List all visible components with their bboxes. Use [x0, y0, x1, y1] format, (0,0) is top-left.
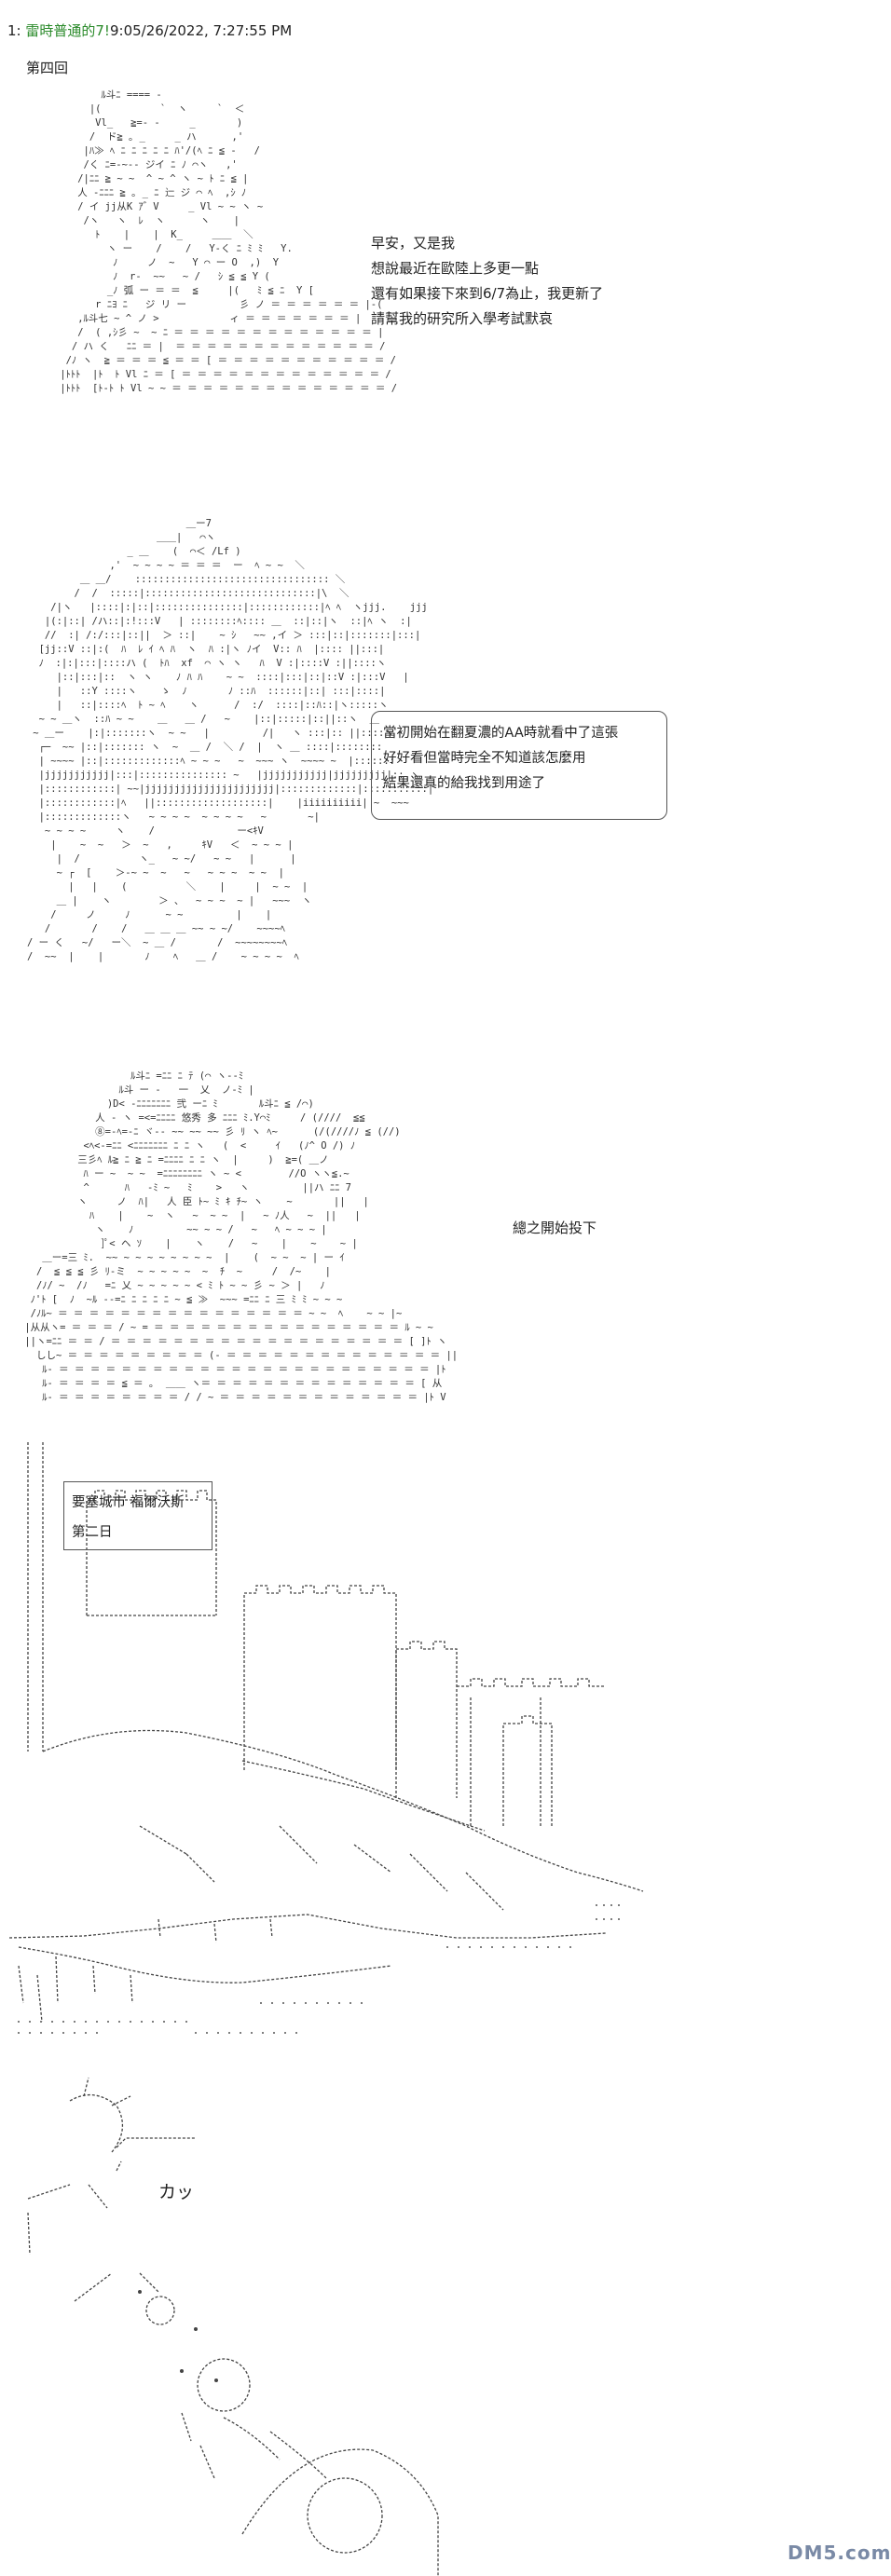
chapter-title: 第四回: [26, 60, 69, 76]
location-name: 要塞城市 福爾沃斯: [72, 1495, 185, 1510]
dialogue-line: 想說最近在歐陸上多更一點: [371, 260, 540, 277]
speech-bubble: 當初開始在翻夏濃的AA時就看中了這張 好好看但當時完全不知道該怎麼用 結果還真的…: [371, 711, 667, 820]
post-date: 05/26/2022, 7:27:55 PM: [123, 22, 293, 39]
site-logo: DM5.com: [788, 2542, 891, 2564]
ascii-art-character-3: ﾙ斗ﾆ =ﾆﾆ ﾆ ﾃ (⌒ ヽ--ﾐ ﾙ斗 ー - 一 乂 ノ-ﾐ | )D<…: [24, 1070, 459, 1403]
author-name[interactable]: 雷時普通的7!: [25, 22, 110, 39]
post-id: 9:: [109, 22, 124, 39]
ascii-art-character-2: ＿ー7 ＿＿| ⌒ヽ _ ＿ ( ⌒＜ /Lf ) ,' ~ ~ ~ ~ ＝ ＝…: [26, 518, 434, 962]
post-header: 1: 雷時普通的7!9:05/26/2022, 7:27:55 PM: [7, 20, 292, 40]
post-number: 1:: [7, 22, 21, 39]
panel1-text: 早安，又是我 想說最近在歐陸上多更一點 還有如果接下來到6/7為止，我更新了 請…: [371, 231, 603, 332]
location-day: 第二日: [72, 1525, 113, 1540]
bubble-line: 當初開始在翻夏濃的AA時就看中了這張: [383, 726, 619, 741]
sound-effect-text: カッ: [158, 2182, 195, 2202]
panel3-text: 總之開始投下: [513, 1220, 597, 1236]
location-sign: 要塞城市 福爾沃斯 第二日: [63, 1481, 212, 1550]
bubble-line: 結果還真的給我找到用途了: [383, 776, 545, 791]
dialogue-line: 還有如果接下來到6/7為止，我更新了: [371, 285, 604, 302]
bubble-line: 好好看但當時完全不知道該怎麼用: [383, 751, 586, 766]
dialogue-line: 請幫我的研究所入學考試默哀: [371, 310, 554, 327]
ascii-art-character-1: ﾙ斗ﾆ ==== - |( ` ヽ ` ＜ Vl_ ≧=- - _ ) / ド≧…: [60, 89, 398, 394]
dialogue-line: 早安，又是我: [371, 235, 456, 252]
